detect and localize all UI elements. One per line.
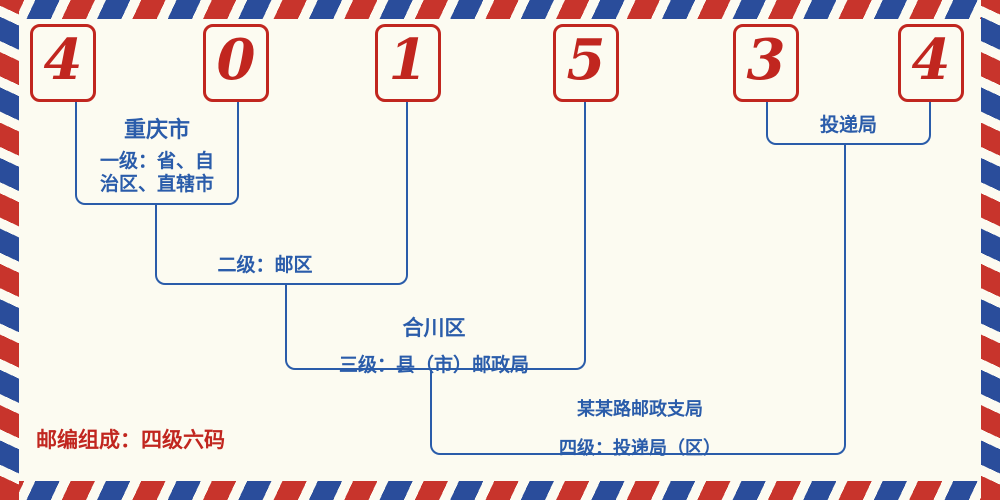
level4-description: 四级：投递局（区） xyxy=(559,438,721,459)
digit-2: 0 xyxy=(216,27,256,93)
level3-label-group: 合川区 三级：县（市）邮政局 xyxy=(294,312,574,377)
level1-description: 一级：省、自 治区、直辖市 xyxy=(77,150,237,196)
level1-description-line1: 一级：省、自 xyxy=(99,150,214,172)
level3-description: 三级：县（市）邮政局 xyxy=(338,354,529,376)
digit-6: 4 xyxy=(911,27,951,93)
airmail-border-right xyxy=(981,0,1000,500)
digit-4: 5 xyxy=(566,27,606,93)
digit-3: 1 xyxy=(388,27,428,93)
connector-level3-left xyxy=(285,285,435,370)
connector-level4-right xyxy=(638,145,846,455)
connector-level1-bracket xyxy=(75,102,239,205)
digit-box-1: 4 xyxy=(30,24,96,102)
connector-delivery-bracket xyxy=(766,102,931,145)
level3-place: 合川区 xyxy=(402,316,466,340)
digit-box-2: 0 xyxy=(203,24,269,102)
level1-place: 重庆市 xyxy=(123,118,190,143)
level4-place: 某某路邮政支局 xyxy=(577,399,703,420)
connector-level2-right xyxy=(281,102,408,285)
level1-label-group: 重庆市 一级：省、自 治区、直辖市 xyxy=(77,112,237,196)
level1-description-line2: 治区、直辖市 xyxy=(99,173,214,195)
connector-level2-left xyxy=(155,205,281,285)
digit-5: 3 xyxy=(746,27,786,93)
delivery-office-label: 投递局 xyxy=(819,114,877,136)
digit-box-6: 4 xyxy=(898,24,964,102)
airmail-border-top xyxy=(0,0,1000,19)
footer-note: 邮编组成：四级六码 xyxy=(36,428,225,452)
airmail-border-bottom xyxy=(0,481,1000,500)
digit-box-3: 1 xyxy=(375,24,441,102)
digit-box-4: 5 xyxy=(553,24,619,102)
airmail-border-left xyxy=(0,0,19,500)
digit-1: 4 xyxy=(43,27,83,93)
level4-label-group: 某某路邮政支局 四级：投递局（区） xyxy=(515,395,765,460)
connector-level3-right xyxy=(435,102,586,370)
level2-description: 二级：邮区 xyxy=(217,254,313,276)
connector-level4-left xyxy=(430,370,638,455)
digit-box-5: 3 xyxy=(733,24,799,102)
